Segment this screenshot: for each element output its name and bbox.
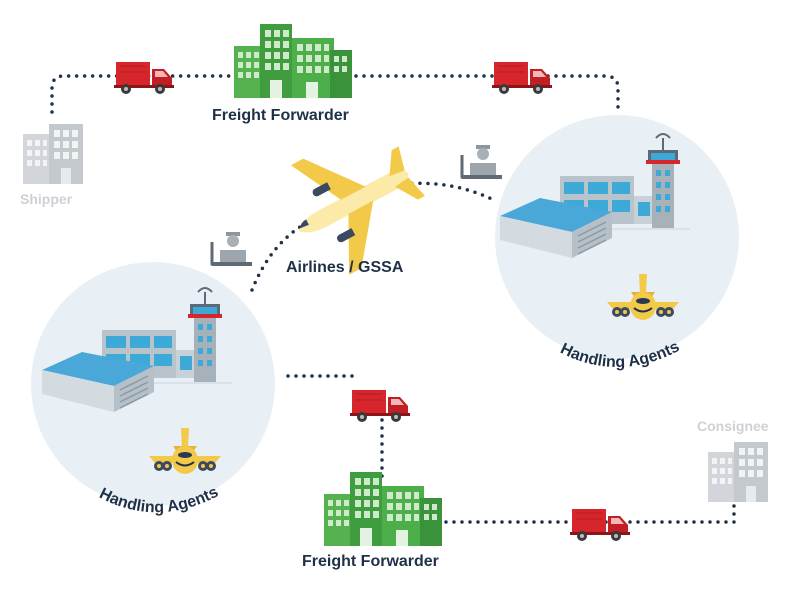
office-icon	[708, 442, 768, 502]
route-lines	[50, 74, 736, 524]
handling-hub-right-circle	[495, 115, 739, 359]
truck-icon	[349, 389, 411, 423]
label-freight-forwarder-top: Freight Forwarder	[212, 107, 349, 124]
agent-icon	[460, 143, 504, 181]
truck-icon	[491, 61, 553, 95]
airplane-icon	[290, 146, 425, 275]
buildings-icon	[324, 472, 442, 546]
office-icon	[23, 124, 83, 184]
route-forwarder-to-handler-right	[354, 74, 620, 114]
label-freight-forwarder-bottom: Freight Forwarder	[302, 553, 439, 570]
label-consignee: Consignee	[697, 418, 769, 434]
buildings-icon	[234, 24, 352, 98]
route-forwarder-to-consignee	[444, 500, 736, 524]
route-handler-left-to-airline	[250, 218, 314, 292]
label-shipper: Shipper	[20, 191, 73, 207]
truck-icon	[113, 61, 175, 95]
agent-icon	[210, 230, 254, 268]
route-shipper-to-forwarder	[50, 74, 232, 114]
label-airlines-gssa: Airlines / GSSA	[286, 259, 404, 276]
truck-icon	[569, 508, 631, 542]
